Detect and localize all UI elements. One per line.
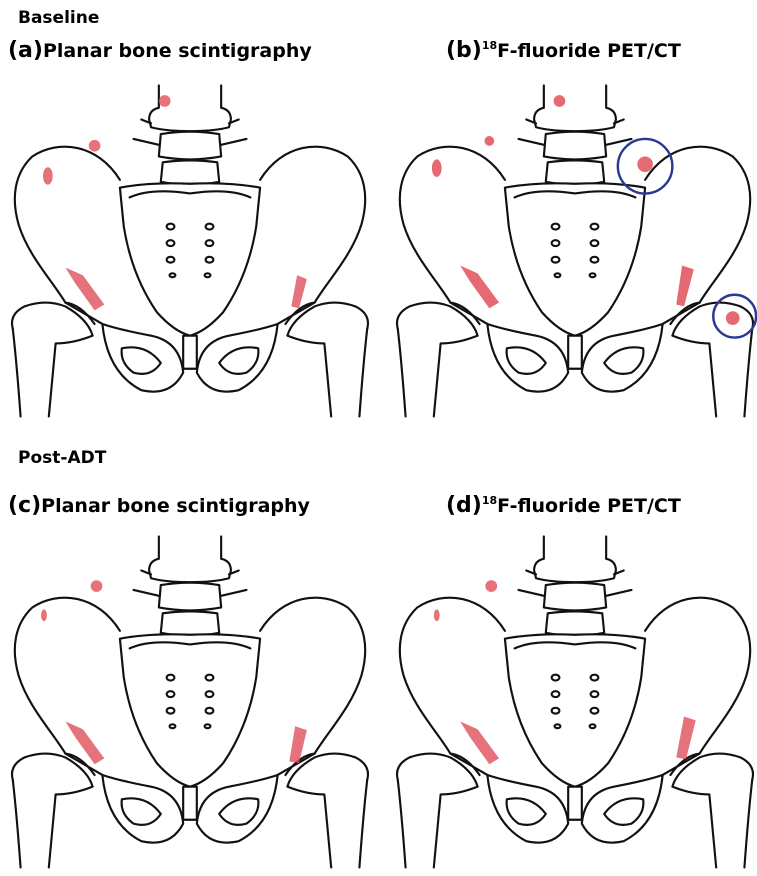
- lesion-left-iliac: [485, 580, 497, 592]
- lesion-left-iliac-crest: [434, 609, 440, 621]
- panel-a-heading: (a)Planar bone scintigraphy: [8, 38, 312, 63]
- panel-b-heading: (b)18F-fluoride PET/CT: [446, 38, 681, 63]
- lesion-left-iliac: [91, 580, 103, 592]
- lesion-left-iliac: [484, 136, 494, 146]
- panel-a-title: Planar bone scintigraphy: [43, 40, 312, 62]
- panel-a-letter: (a): [8, 38, 43, 63]
- panel-d-heading: (d)18F-fluoride PET/CT: [446, 493, 681, 518]
- panel-c-letter: (c): [8, 493, 41, 518]
- panel-b-letter: (b): [446, 38, 482, 63]
- panel-d-superscript: 18: [482, 494, 497, 507]
- lesion-left-iliac-crest: [432, 159, 442, 177]
- panel-c-pelvis-diagram: [5, 527, 375, 872]
- panel-b-pelvis-diagram: [390, 76, 757, 421]
- lesion-spine: [554, 95, 566, 107]
- lesion-right-iliac-new: [637, 156, 653, 172]
- section-label-post-adt: Post-ADT: [18, 448, 106, 468]
- panel-b-title: F-fluoride PET/CT: [497, 40, 681, 62]
- panel-d-letter: (d): [446, 493, 482, 518]
- panel-b-superscript: 18: [482, 39, 497, 52]
- panel-c-title: Planar bone scintigraphy: [41, 495, 310, 517]
- lesion-left-iliac-crest: [41, 609, 47, 621]
- panel-d-pelvis-diagram: [390, 527, 757, 872]
- lesion-left-iliac-crest: [43, 167, 53, 185]
- section-label-baseline: Baseline: [18, 8, 99, 28]
- lesion-spine: [159, 95, 171, 107]
- panel-c-heading: (c)Planar bone scintigraphy: [8, 493, 310, 518]
- panel-d-title: F-fluoride PET/CT: [497, 495, 681, 517]
- panel-a-pelvis-diagram: [5, 76, 375, 421]
- lesion-right-femur-new: [726, 311, 740, 325]
- lesion-left-iliac: [89, 140, 101, 152]
